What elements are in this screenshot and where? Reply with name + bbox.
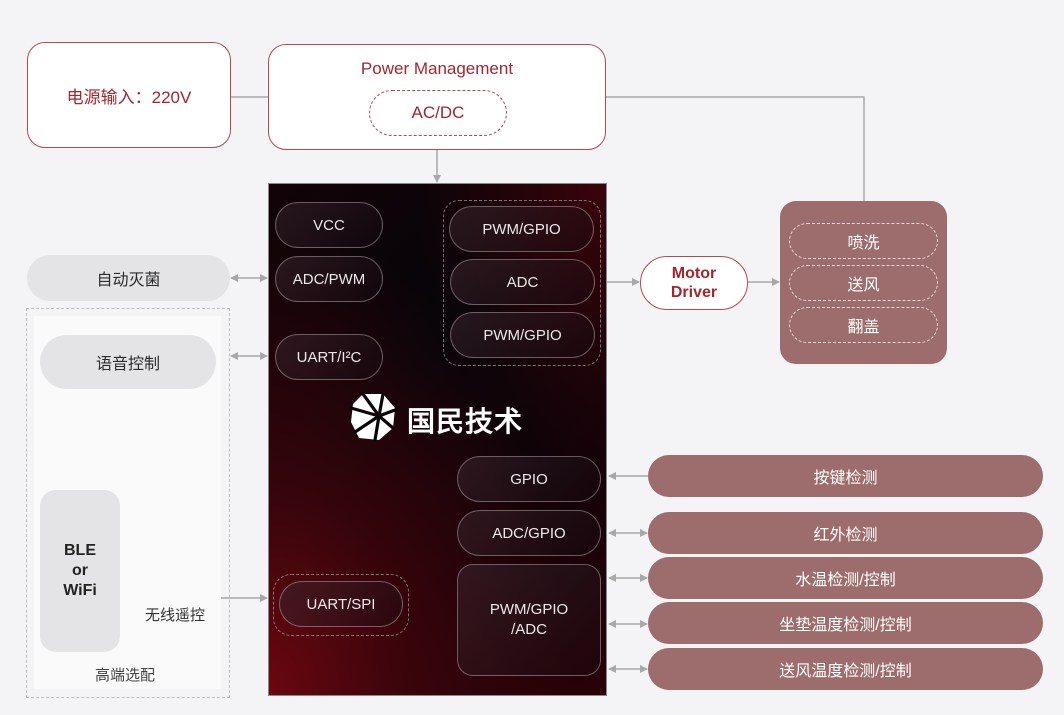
- pin-pwm-gpio-1: PWM/GPIO: [449, 206, 594, 252]
- actuator-label: 喷洗: [847, 235, 880, 252]
- mcu-chip: VCC ADC/PWM UART/I²C PWM/GPIO ADC PWM/GP…: [268, 183, 607, 696]
- pin-label: PWM/GPIO: [483, 326, 562, 344]
- pin-label: ADC/PWM: [292, 270, 366, 288]
- ac-dc-label: AC/DC: [411, 103, 465, 122]
- sensor-label: 坐垫温度检测/控制: [779, 617, 912, 634]
- pin-adc: ADC: [450, 259, 595, 305]
- line-pm-to-actuators: [606, 96, 865, 201]
- sensor-key-detect: 按键检测: [648, 455, 1043, 497]
- pin-uart-spi: UART/SPI: [279, 581, 403, 627]
- voice-control-module: 语音控制: [40, 335, 216, 389]
- power-management-title: Power Management: [360, 59, 514, 78]
- power-management-box: Power Management AC/DC: [268, 44, 606, 150]
- ac-dc-converter: AC/DC: [369, 90, 507, 136]
- pin-label: PWM/GPIO: [482, 220, 561, 238]
- sensor-label: 水温检测/控制: [795, 572, 896, 589]
- pin-adc-gpio: ADC/GPIO: [457, 510, 601, 556]
- pin-pwm-gpio-2: PWM/GPIO: [450, 312, 595, 358]
- power-input-label: 电源输入：220V: [66, 87, 192, 107]
- sensor-water-temp: 水温检测/控制: [648, 557, 1043, 599]
- ble-wifi-module: BLE or WiFi: [40, 490, 120, 652]
- actuator-group: 喷洗 送风 翻盖: [780, 201, 947, 364]
- actuator-label: 翻盖: [847, 319, 880, 336]
- pin-label: PWM/GPIO /ADC: [489, 601, 569, 638]
- ble-wifi-label: BLE or WiFi: [63, 542, 97, 599]
- wireless-pin-group: [273, 574, 409, 636]
- voice-control-label: 语音控制: [95, 356, 160, 373]
- actuator-label: 送风: [847, 277, 880, 294]
- sensor-ir-detect: 红外检测: [648, 512, 1043, 554]
- auto-sterilize-module: 自动灭菌: [27, 255, 230, 301]
- actuator-spray: 喷洗: [789, 223, 938, 259]
- motor-driver-label: Motor Driver: [670, 265, 718, 301]
- pin-adc-pwm: ADC/PWM: [275, 256, 383, 302]
- pin-label: GPIO: [510, 470, 548, 488]
- actuator-air: 送风: [789, 265, 938, 301]
- pin-label: UART/I²C: [296, 348, 362, 366]
- sensor-label: 按键检测: [813, 470, 878, 487]
- pin-label: ADC: [506, 273, 539, 291]
- motor-driver: Motor Driver: [640, 256, 748, 310]
- actuator-lid: 翻盖: [789, 307, 938, 343]
- wireless-remote-label: 无线遥控: [145, 607, 206, 624]
- sensor-air-temp: 送风温度检测/控制: [648, 648, 1043, 690]
- auto-sterilize-label: 自动灭菌: [96, 272, 161, 289]
- motor-pin-group: [443, 200, 601, 366]
- pin-label: UART/SPI: [306, 595, 376, 613]
- optional-group-label: 高端选配: [95, 667, 156, 684]
- brand-logo-icon: [349, 392, 397, 442]
- pin-gpio: GPIO: [457, 456, 601, 502]
- pin-label: VCC: [313, 216, 345, 234]
- power-input-box: 电源输入：220V: [27, 42, 231, 148]
- sensor-label: 红外检测: [813, 527, 878, 544]
- pin-vcc: VCC: [275, 202, 383, 248]
- pin-label: ADC/GPIO: [492, 524, 566, 542]
- brand-name: 国民技术: [407, 406, 524, 437]
- sensor-label: 送风温度检测/控制: [779, 663, 912, 680]
- pin-pwm-gpio-adc: PWM/GPIO /ADC: [457, 564, 601, 676]
- pin-uart-i2c: UART/I²C: [275, 334, 383, 380]
- sensor-seat-temp: 坐垫温度检测/控制: [648, 602, 1043, 644]
